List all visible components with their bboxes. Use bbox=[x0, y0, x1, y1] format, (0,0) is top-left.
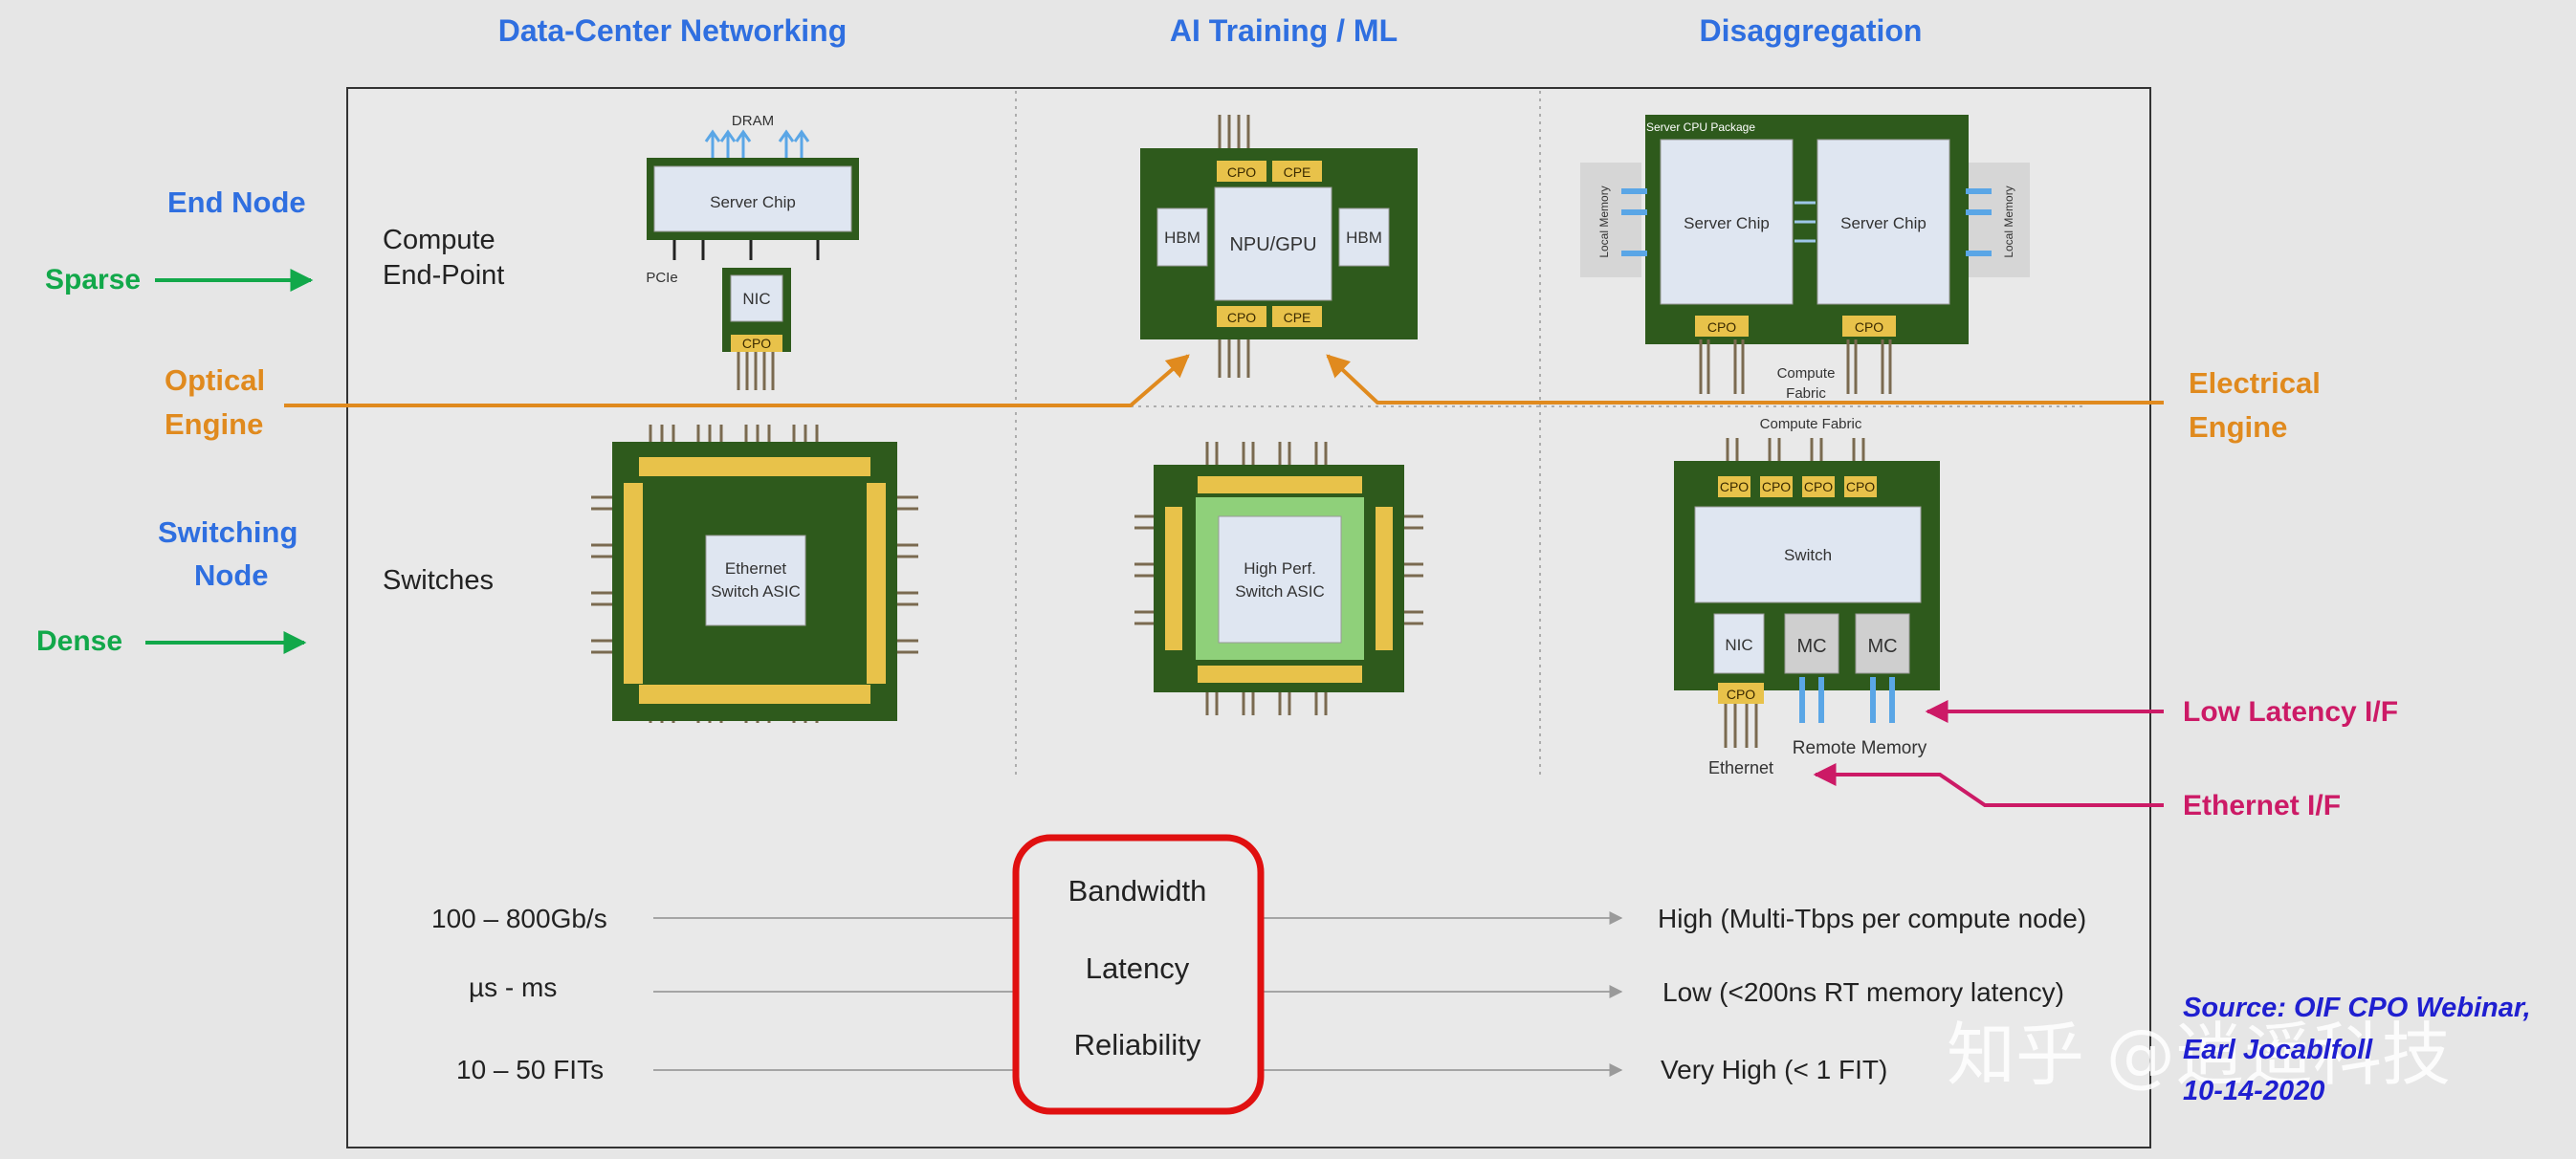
npu-cpe-bottom-label: CPE bbox=[1284, 310, 1311, 325]
chip-to-chip-arrows-icon bbox=[1794, 201, 1816, 243]
switching-node-label-line1: Switching bbox=[158, 515, 297, 549]
dc-compute-package: DRAM Server Chip PCIe NIC CPO bbox=[646, 113, 859, 390]
compute-endpoint-label-line2: End-Point bbox=[383, 260, 504, 291]
local-memory-right-arrows-icon bbox=[1966, 188, 1992, 256]
npu-cpo-top-label: CPO bbox=[1227, 164, 1256, 180]
reliability-right-value: Very High (< 1 FIT) bbox=[1661, 1055, 1887, 1084]
bandwidth-right-value: High (Multi-Tbps per compute node) bbox=[1658, 904, 2086, 933]
switch-label: Switch bbox=[1784, 546, 1832, 564]
source-line2: Earl Jocablfoll bbox=[2183, 1035, 2373, 1065]
npu-gpu-label: NPU/GPU bbox=[1229, 234, 1316, 255]
npu-gpu-package: CPO CPE CPO CPE HBM NPU/GPU HBM bbox=[1140, 115, 1418, 378]
nic-label: NIC bbox=[742, 290, 770, 308]
npu-cpe-top-label: CPE bbox=[1284, 164, 1311, 180]
column-heading-disaggregation: Disaggregation bbox=[1700, 13, 1923, 48]
metrics-highlight-box bbox=[1012, 834, 1265, 1115]
sparse-label: Sparse bbox=[45, 264, 141, 295]
hp-switch-package: High Perf. Switch ASIC bbox=[1134, 442, 1423, 715]
pcie-label: PCIe bbox=[646, 270, 677, 286]
switch-cpo-4-label: CPO bbox=[1846, 479, 1875, 494]
compute-endpoint-label-line1: Compute bbox=[383, 225, 495, 255]
ethernet-switch-label-line1: Ethernet bbox=[725, 559, 787, 578]
column-heading-dc-networking: Data-Center Networking bbox=[498, 13, 848, 48]
hp-switch-label-line1: High Perf. bbox=[1244, 559, 1316, 578]
pcie-pins-icon bbox=[672, 240, 820, 260]
ethernet-switch-package: Ethernet Switch ASIC bbox=[591, 425, 918, 723]
local-memory-left-label: Local Memory bbox=[1597, 186, 1611, 257]
ethernet-if-arrow bbox=[1813, 763, 2164, 807]
reliability-metric: Reliability bbox=[1074, 1028, 1201, 1061]
mc-right-label: MC bbox=[1867, 636, 1897, 657]
switch-cpo-2-label: CPO bbox=[1762, 479, 1791, 494]
hp-switch-label-line2: Switch ASIC bbox=[1235, 582, 1325, 601]
dense-label: Dense bbox=[36, 625, 122, 657]
server-cpu-package: Server CPU Package Server Chip Server Ch… bbox=[1580, 115, 2030, 402]
server-chip-right-label: Server Chip bbox=[1840, 214, 1926, 232]
dram-label: DRAM bbox=[732, 113, 774, 129]
ethernet-switch-label-line2: Switch ASIC bbox=[711, 582, 801, 601]
switch-cpo-1-label: CPO bbox=[1720, 479, 1749, 494]
ethernet-label: Ethernet bbox=[1708, 758, 1773, 777]
disagg-nic-label: NIC bbox=[1725, 636, 1752, 654]
end-node-label: End Node bbox=[167, 186, 306, 219]
optical-engine-label-line2: Engine bbox=[165, 407, 263, 441]
bandwidth-metric: Bandwidth bbox=[1068, 874, 1207, 908]
optical-engine-label-line1: Optical bbox=[165, 363, 265, 397]
optical-engine-pointer bbox=[284, 354, 1190, 407]
cpo-label: CPO bbox=[742, 336, 771, 351]
dram-arrows-icon bbox=[704, 129, 810, 158]
hbm-right-label: HBM bbox=[1346, 229, 1382, 247]
local-memory-right-label: Local Memory bbox=[2002, 186, 2015, 257]
source-line1: Source: OIF CPO Webinar, bbox=[2183, 993, 2531, 1023]
server-cpo-right-label: CPO bbox=[1855, 319, 1883, 335]
electrical-engine-label-line2: Engine bbox=[2189, 410, 2287, 444]
mc-left-label: MC bbox=[1796, 636, 1826, 657]
remote-memory-label: Remote Memory bbox=[1793, 738, 1927, 758]
latency-metric: Latency bbox=[1086, 951, 1190, 985]
npu-cpo-bottom-label: CPO bbox=[1227, 310, 1256, 325]
server-cpu-package-label: Server CPU Package bbox=[1646, 120, 1755, 134]
low-latency-label: Low Latency I/F bbox=[2183, 696, 2398, 728]
remote-memory-arrows-icon bbox=[1799, 677, 1895, 723]
ethernet-cpo-label: CPO bbox=[1727, 687, 1755, 702]
server-chip-left-label: Server Chip bbox=[1684, 214, 1770, 232]
watermark: 知乎 @逍遥科技 bbox=[1947, 1015, 2451, 1095]
disagg-switch-package: Compute Fabric CPO CPO CPO CPO Switch NI… bbox=[1674, 416, 1940, 777]
ethernet-if-label: Ethernet I/F bbox=[2183, 790, 2341, 821]
latency-right-value: Low (<200ns RT memory latency) bbox=[1662, 977, 2064, 1007]
latency-left-value: µs - ms bbox=[469, 973, 557, 1002]
hbm-left-label: HBM bbox=[1164, 229, 1200, 247]
compute-fabric-top-line2: Fabric bbox=[1786, 385, 1826, 402]
column-heading-ai-training: AI Training / ML bbox=[1170, 13, 1398, 48]
compute-fabric-top-line1: Compute bbox=[1777, 365, 1836, 382]
electrical-engine-pointer bbox=[1326, 354, 2164, 405]
switching-node-label-line2: Node bbox=[194, 558, 269, 592]
local-memory-left-arrows-icon bbox=[1621, 188, 1647, 256]
server-cpo-left-label: CPO bbox=[1707, 319, 1736, 335]
server-chip-label: Server Chip bbox=[710, 193, 796, 211]
electrical-engine-label-line1: Electrical bbox=[2189, 366, 2321, 400]
switches-label: Switches bbox=[383, 565, 494, 596]
reliability-left-value: 10 – 50 FITs bbox=[456, 1055, 604, 1084]
switch-cpo-3-label: CPO bbox=[1804, 479, 1833, 494]
compute-fabric-bottom-label: Compute Fabric bbox=[1760, 416, 1862, 432]
source-line3: 10-14-2020 bbox=[2183, 1076, 2324, 1106]
bandwidth-left-value: 100 – 800Gb/s bbox=[431, 904, 607, 933]
